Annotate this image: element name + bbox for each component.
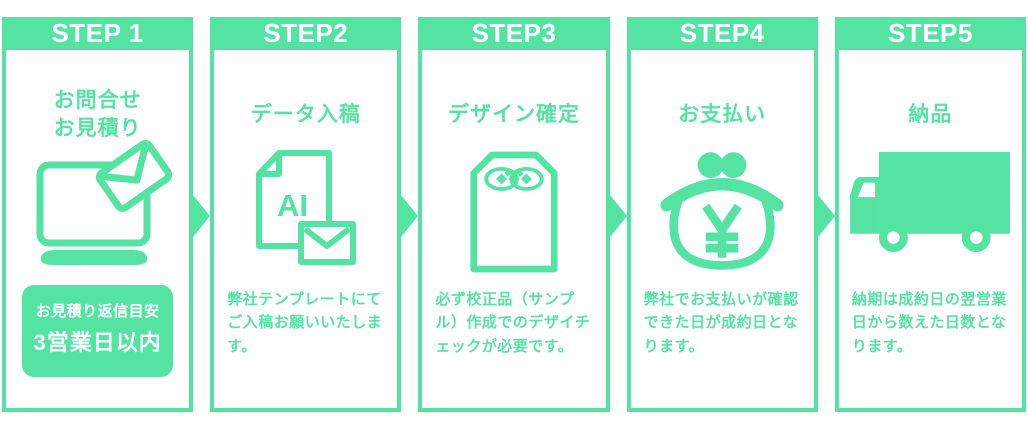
step-title: お問合せ お見積り bbox=[53, 89, 142, 140]
step-title: 納品 bbox=[908, 103, 953, 127]
step-4-card: STEP4 お支払い 弊社でお支払いが確 bbox=[626, 17, 835, 412]
step-description: 納期は成約日の翌営業日から数えた日数となります。 bbox=[851, 291, 1007, 355]
monitor-mail-icon bbox=[32, 140, 172, 272]
step-title: デザイン確定 bbox=[448, 103, 580, 127]
next-step-arrow-icon bbox=[193, 195, 211, 237]
ai-file-mail-icon: AI bbox=[255, 150, 357, 272]
next-step-arrow-icon bbox=[817, 195, 835, 237]
step-2-header: STEP2 bbox=[210, 17, 402, 50]
svg-text:AI: AI bbox=[277, 188, 308, 223]
step-3-header: STEP3 bbox=[418, 17, 610, 50]
step-1-card: STEP 1 お問合せ お見積り お見積り返信目安 3営業日以内 bbox=[2, 17, 211, 412]
step-1-header: STEP 1 bbox=[2, 17, 194, 50]
step-3-card: STEP3 デザイン確定 必ず校正品（サンプル）作成でのデザイチェックが必要です… bbox=[418, 17, 627, 412]
step-description: 必ず校正品（サンプル）作成でのデザイチェックが必要です。 bbox=[435, 291, 591, 355]
step-3-body: デザイン確定 必ず校正品（サンプル）作成でのデザイチェックが必要です。 bbox=[418, 50, 610, 412]
step-4-header: STEP4 bbox=[626, 17, 818, 50]
step-5-card: STEP5 納品 納期は成約日の翌営業日から数えた日数となります。 bbox=[834, 17, 1027, 412]
step-description: 弊社テンプレートにてご入稿お願いいたします。 bbox=[227, 291, 383, 355]
step-5-body: 納品 納期は成約日の翌営業日から数えた日数となります。 bbox=[834, 50, 1027, 412]
delivery-truck-icon bbox=[850, 150, 1011, 272]
coin-purse-icon bbox=[658, 150, 786, 272]
step-title: データ入稿 bbox=[250, 103, 361, 127]
step-2-body: データ入稿 AI 弊社テンプレートにてご入稿お願いいたします。 bbox=[210, 50, 402, 412]
step-2-card: STEP2 データ入稿 AI 弊社テンプレートにてご入稿お願いいたします。 bbox=[210, 17, 419, 412]
quote-reply-note: お見積り返信目安 3営業日以内 bbox=[22, 285, 174, 377]
note-line-strong: 3営業日以内 bbox=[33, 330, 162, 355]
note-line: お見積り返信目安 bbox=[35, 303, 160, 320]
next-step-arrow-icon bbox=[609, 195, 627, 237]
step-4-body: お支払い 弊社でお支払いが確認できた日が成約日となります。 bbox=[626, 50, 818, 412]
step-title: お支払い bbox=[678, 103, 767, 127]
sample-envelope-icon bbox=[468, 150, 560, 273]
step-5-header: STEP5 bbox=[834, 17, 1027, 50]
step-1-body: お問合せ お見積り お見積り返信目安 3営業日以内 bbox=[2, 50, 194, 412]
next-step-arrow-icon bbox=[401, 195, 419, 237]
step-description: 弊社でお支払いが確認できた日が成約日となります。 bbox=[643, 291, 799, 355]
